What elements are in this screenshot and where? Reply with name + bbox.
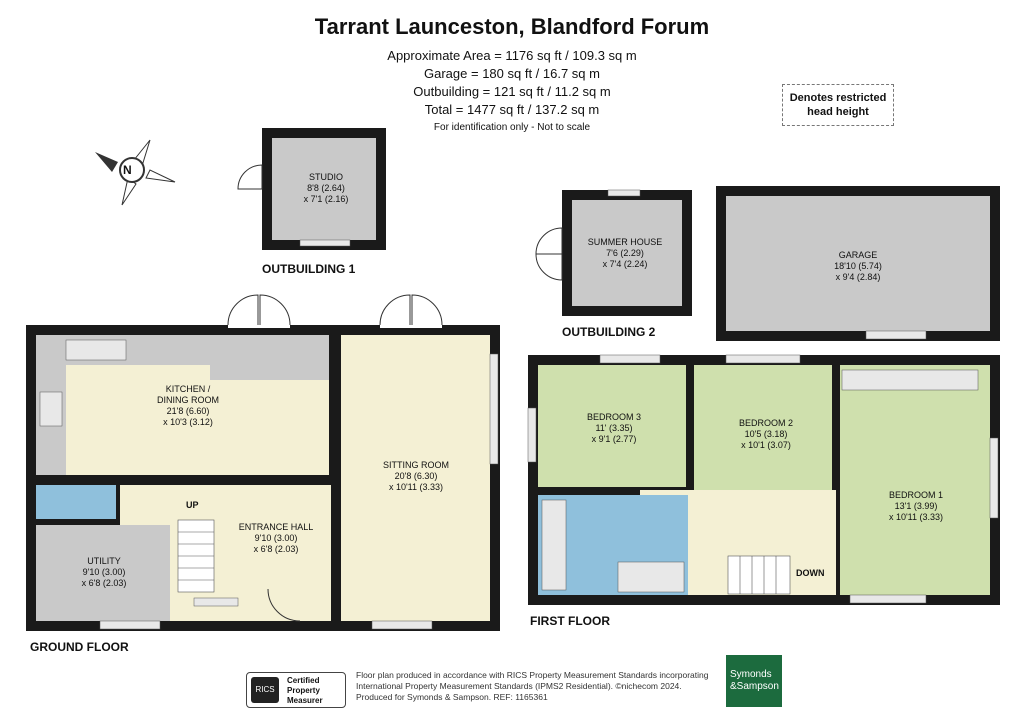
utility-label: UTILITY 9'10 (3.00) x 6'8 (2.03) <box>64 556 144 589</box>
area-line: Total = 1477 sq ft / 137.2 sq m <box>424 102 600 117</box>
area-line: Garage = 180 sq ft / 16.7 sq m <box>424 66 600 81</box>
sitting-room-label: SITTING ROOM 20'8 (6.30) x 10'11 (3.33) <box>366 460 466 493</box>
stairs-down-label: DOWN <box>796 568 825 578</box>
room-dim: 20'8 (6.30) <box>394 471 438 481</box>
room-name: GARAGE <box>838 250 878 260</box>
kitchen-label: KITCHEN / DINING ROOM 21'8 (6.60) x 10'3… <box>140 384 236 428</box>
bedroom1-label: BEDROOM 1 13'1 (3.99) x 10'11 (3.33) <box>876 490 956 523</box>
room-dim: x 9'1 (2.77) <box>591 434 637 444</box>
rics-logo-icon: RICS <box>251 677 279 703</box>
garage-label: GARAGE 18'10 (5.74) x 9'4 (2.84) <box>818 250 898 283</box>
outbuilding1-title: OUTBUILDING 1 <box>262 262 356 276</box>
legend-line: Denotes restricted <box>789 92 887 104</box>
room-dim: x 10'11 (3.33) <box>388 482 444 492</box>
summer-house-label: SUMMER HOUSE 7'6 (2.29) x 7'4 (2.24) <box>580 237 670 270</box>
area-line: Outbuilding = 121 sq ft / 11.2 sq m <box>413 84 611 99</box>
room-dim: x 6'8 (2.03) <box>253 544 299 554</box>
first-floor-plan <box>527 354 1000 605</box>
brand-line: &Sampson <box>730 681 779 692</box>
room-dim: 18'10 (5.74) <box>834 261 882 271</box>
rics-line: Certified <box>287 676 320 685</box>
room-dim: x 10'11 (3.33) <box>888 512 944 522</box>
room-dim: x 7'4 (2.24) <box>602 259 648 269</box>
restricted-height-legend: Denotes restricted head height <box>782 84 894 126</box>
entrance-hall-label: ENTRANCE HALL 9'10 (3.00) x 6'8 (2.03) <box>228 522 324 555</box>
brand-line: Symonds <box>730 669 772 680</box>
first-floor-title: FIRST FLOOR <box>530 614 610 628</box>
agent-logo: Symonds &Sampson <box>726 655 782 707</box>
compass-icon <box>95 139 176 206</box>
footer-disclaimer: Floor plan produced in accordance with R… <box>356 670 726 703</box>
footer-line: Floor plan produced in accordance with R… <box>356 670 709 680</box>
room-dim: 10'5 (3.18) <box>744 429 788 439</box>
compass-north-label: N <box>123 163 132 177</box>
room-name: BEDROOM 3 <box>586 412 641 422</box>
scale-note: For identification only - Not to scale <box>433 122 591 133</box>
legend-line: head height <box>807 106 869 118</box>
room-name: STUDIO <box>308 172 343 182</box>
room-dim: 21'8 (6.60) <box>166 406 210 416</box>
rics-line: Property <box>287 686 320 695</box>
room-name: BEDROOM 2 <box>738 418 793 428</box>
area-line: Approximate Area = 1176 sq ft / 109.3 sq… <box>387 48 637 63</box>
room-name: UTILITY <box>87 556 121 566</box>
room-dim: 13'1 (3.99) <box>894 501 938 511</box>
room-dim: x 9'4 (2.84) <box>835 272 881 282</box>
studio-room <box>237 128 386 250</box>
room-dim: 7'6 (2.29) <box>606 248 644 258</box>
room-name: SUMMER HOUSE <box>587 237 663 247</box>
rics-badge: RICS Certified Property Measurer <box>246 672 346 708</box>
room-name: SITTING ROOM <box>383 460 449 470</box>
room-dim: 9'10 (3.00) <box>82 567 126 577</box>
room-dim: 8'8 (2.64) <box>307 183 345 193</box>
outbuilding2-title: OUTBUILDING 2 <box>562 325 656 339</box>
bedroom2-label: BEDROOM 2 10'5 (3.18) x 10'1 (3.07) <box>726 418 806 451</box>
rics-line: Measurer <box>287 696 323 705</box>
summer-house-room <box>535 189 692 316</box>
ground-floor-title: GROUND FLOOR <box>30 640 129 654</box>
room-name: ENTRANCE HALL <box>238 522 314 532</box>
stairs-up-label: UP <box>186 500 199 510</box>
room-dim: x 7'1 (2.16) <box>303 194 349 204</box>
room-dim: x 6'8 (2.03) <box>81 578 127 588</box>
room-name: KITCHEN / <box>165 384 211 394</box>
room-dim: x 10'3 (3.12) <box>163 417 213 427</box>
footer-line: Produced for Symonds & Sampson. REF: 116… <box>356 692 548 702</box>
room-name: BEDROOM 1 <box>888 490 943 500</box>
footer-line: International Property Measurement Stand… <box>356 681 682 691</box>
room-dim: x 10'1 (3.07) <box>741 440 791 450</box>
room-name: DINING ROOM <box>157 395 219 405</box>
studio-label: STUDIO 8'8 (2.64) x 7'1 (2.16) <box>286 172 366 205</box>
room-dim: 9'10 (3.00) <box>254 533 298 543</box>
garage-room <box>716 186 1000 341</box>
ground-floor-plan <box>26 294 500 631</box>
bedroom3-label: BEDROOM 3 11' (3.35) x 9'1 (2.77) <box>574 412 654 445</box>
page-title: Tarrant Launceston, Blandford Forum <box>314 14 710 39</box>
room-dim: 11' (3.35) <box>595 423 633 433</box>
